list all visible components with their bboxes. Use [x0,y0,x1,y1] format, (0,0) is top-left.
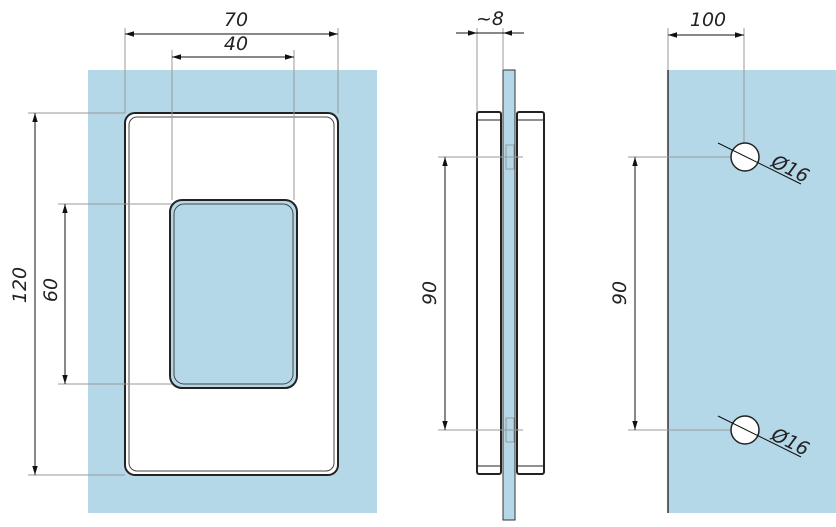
label-thickness: ~8 [476,8,504,30]
glass-edge [502,69,516,521]
plate-right [516,111,545,475]
label-window-height: 60 [40,278,62,302]
label-hole-spacing-glass: 90 [609,281,631,305]
plate-left [476,111,502,475]
label-edge-offset: 100 [690,9,726,31]
label-hole-spacing: 90 [419,281,441,305]
glass-view: 100 90 Ø16 Ø16 [609,9,836,513]
inner-window [169,199,298,389]
label-width: 70 [224,9,248,31]
hole-top [730,142,760,172]
label-window-width: 40 [224,33,248,55]
front-view: 70 40 120 60 [9,9,377,513]
label-height: 120 [9,267,31,303]
glass-panel-drilled [668,70,836,513]
side-view: ~8 90 [419,8,545,521]
hole-bottom [730,415,760,445]
